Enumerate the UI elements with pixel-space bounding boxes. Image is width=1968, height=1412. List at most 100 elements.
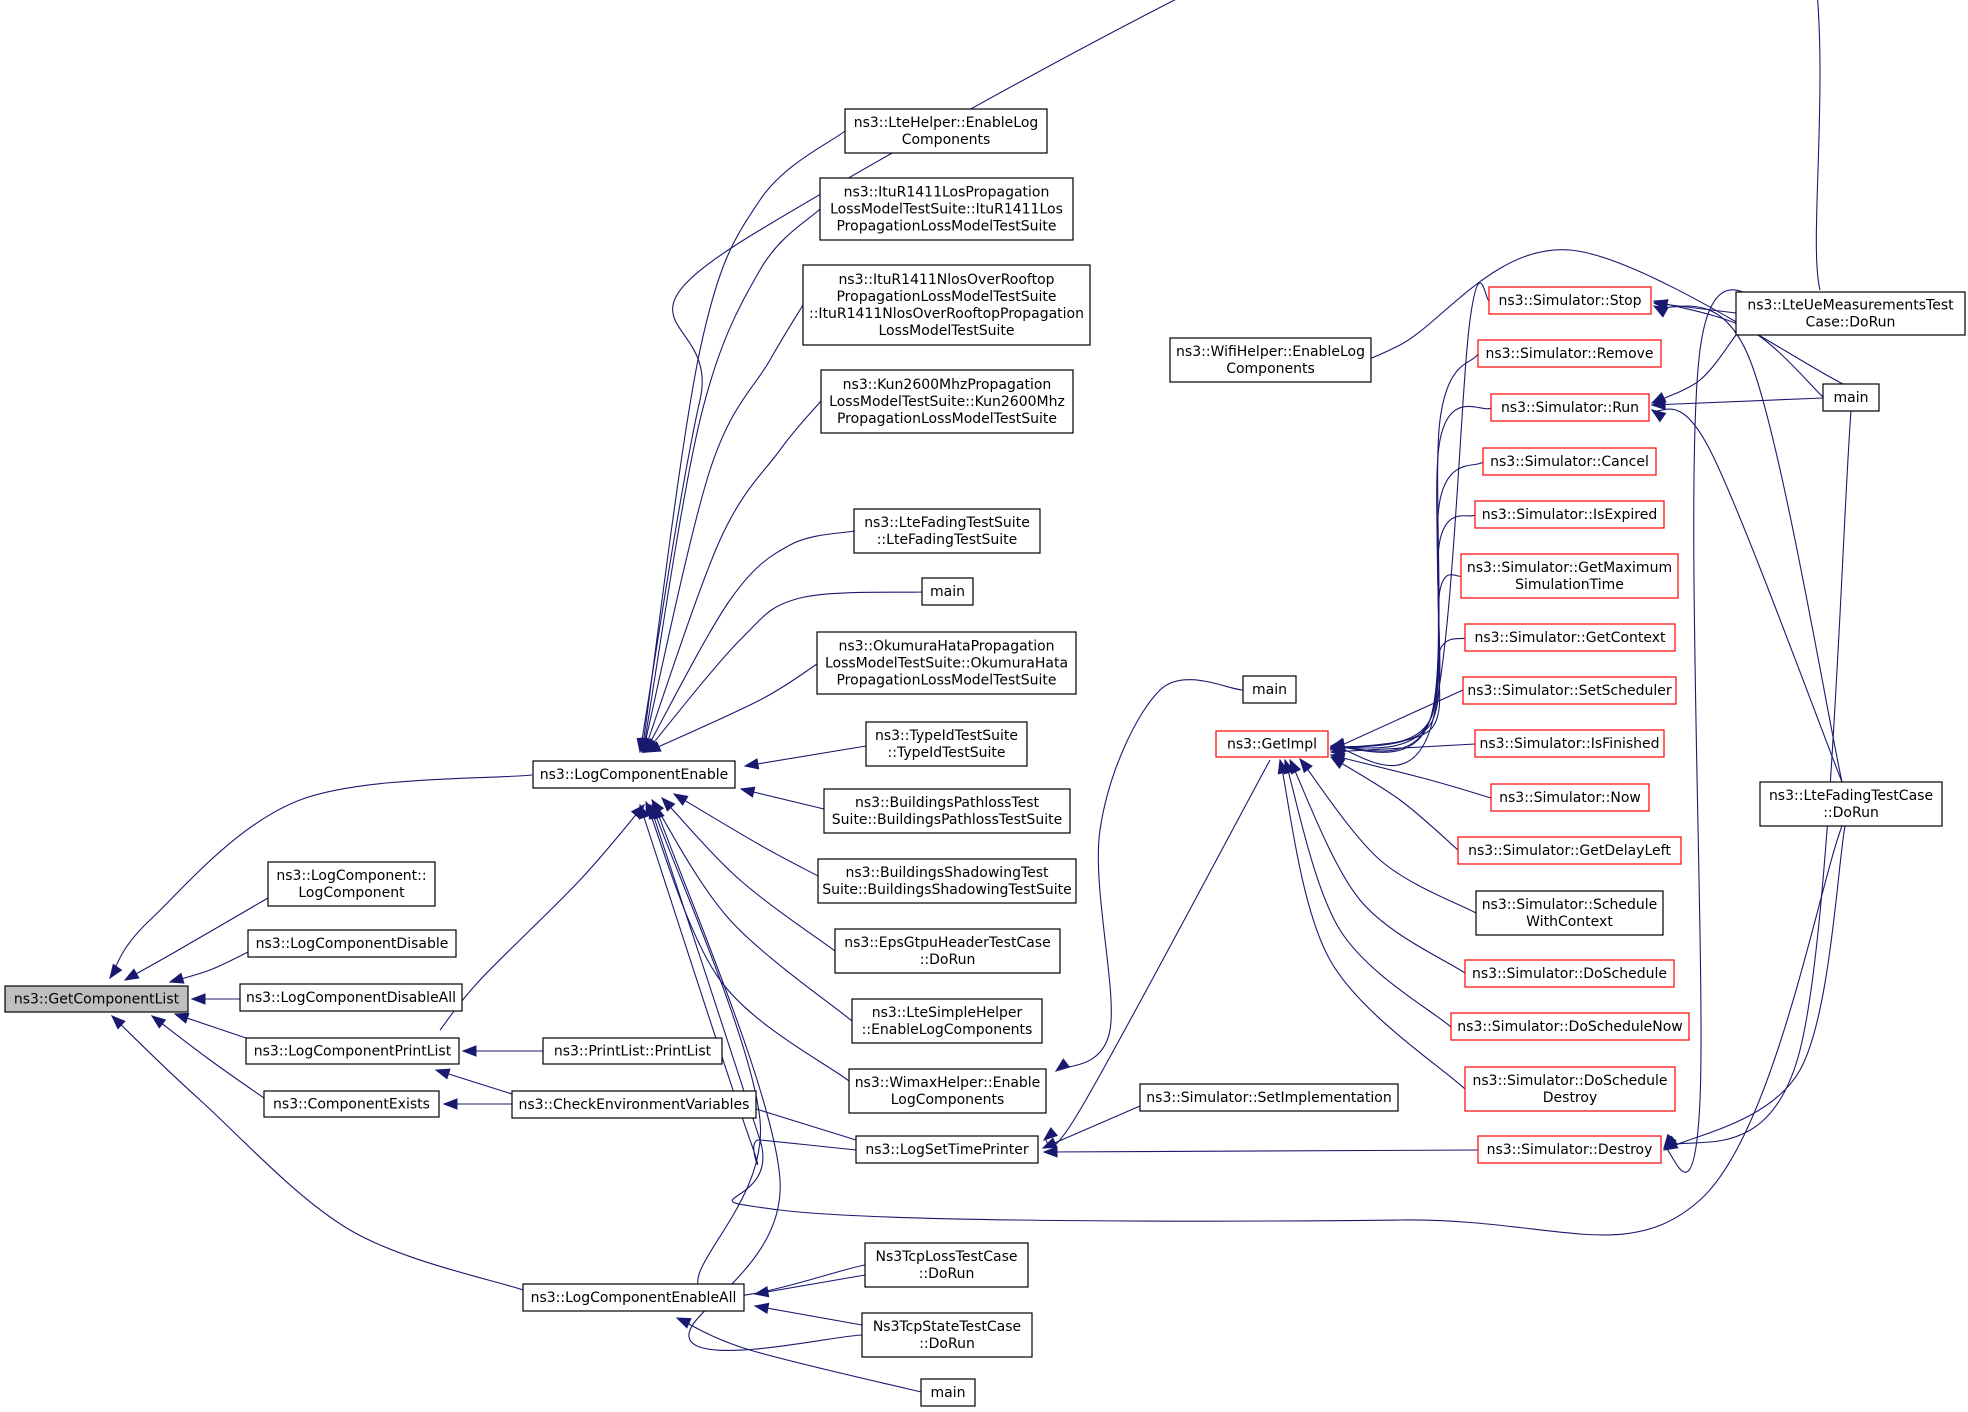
node-label: ns3::EpsGtpuHeaderTestCase (844, 935, 1050, 951)
node-setimpl[interactable]: ns3::Simulator::SetImplementation (1139, 1083, 1399, 1112)
node-lcd[interactable]: ns3::LogComponentDisable (247, 929, 457, 958)
node-lstp[interactable]: ns3::LogSetTimePrinter (855, 1135, 1039, 1164)
node-root[interactable]: ns3::GetComponentList (4, 985, 189, 1013)
node-lcda[interactable]: ns3::LogComponentDisableAll (239, 983, 463, 1012)
node-label: ::TypeIdTestSuite (888, 745, 1006, 761)
node-box (823, 788, 1071, 834)
node-lcpl[interactable]: ns3::LogComponentPrintList (245, 1037, 460, 1065)
call-edge (661, 797, 836, 952)
call-edge-arrowhead (123, 968, 140, 981)
node-printlist[interactable]: ns3::PrintList::PrintList (542, 1037, 723, 1065)
node-box (511, 1090, 757, 1119)
node-main2[interactable]: main (920, 1378, 976, 1407)
node-label: Case::DoRun (1806, 315, 1896, 331)
call-edge (124, 897, 269, 981)
node-box (844, 108, 1048, 154)
node-ltefts[interactable]: ns3::LteFadingTestSuite::LteFadingTestSu… (853, 508, 1041, 554)
call-edge (673, 793, 819, 877)
node-label: ns3::CheckEnvironmentVariables (519, 1097, 750, 1113)
node-box (817, 858, 1077, 904)
node-label: ::EnableLogComponents (862, 1022, 1033, 1038)
node-label: ns3::PrintList::PrintList (554, 1044, 712, 1060)
node-checkenv[interactable]: ns3::CheckEnvironmentVariables (511, 1090, 757, 1119)
call-edge (1055, 679, 1244, 1072)
node-label: LogComponent (298, 885, 405, 901)
node-wifi[interactable]: ns3::WifiHelper::EnableLogComponents (1169, 337, 1372, 383)
node-typeid[interactable]: ns3::TypeIdTestSuite::TypeIdTestSuite (865, 721, 1028, 767)
node-box (239, 983, 463, 1012)
node-isexp[interactable]: ns3::Simulator::IsExpired (1474, 500, 1665, 529)
node-box (853, 508, 1041, 554)
node-doschednow[interactable]: ns3::Simulator::DoScheduleNow (1450, 1012, 1690, 1041)
node-label: Suite::BuildingsShadowingTestSuite (822, 882, 1071, 898)
node-okumura[interactable]: ns3::OkumuraHataPropagationLossModelTest… (816, 631, 1077, 695)
call-edge-arrowhead (1054, 1058, 1071, 1072)
node-bpath[interactable]: ns3::BuildingsPathlossTestSuite::Buildin… (823, 788, 1071, 834)
node-main1[interactable]: main (921, 577, 974, 606)
call-edge (1330, 637, 1466, 750)
node-run[interactable]: ns3::Simulator::Run (1490, 393, 1650, 422)
node-wimax[interactable]: ns3::WimaxHelper::EnableLogComponents (848, 1068, 1047, 1114)
node-label: ::ItuR1411NlosOverRooftopPropagation (809, 306, 1084, 322)
node-label: ns3::LogComponentPrintList (254, 1044, 452, 1060)
node-tcploss[interactable]: Ns3TcpLossTestCase::DoRun (864, 1242, 1029, 1288)
node-box (851, 998, 1043, 1044)
call-edge (111, 1015, 524, 1291)
node-bshadow[interactable]: ns3::BuildingsShadowingTestSuite::Buildi… (817, 858, 1077, 904)
node-box (834, 928, 1061, 974)
call-edge-arrowhead (1277, 758, 1289, 775)
call-edge-arrowhead (1650, 409, 1667, 423)
node-box (1490, 393, 1650, 422)
node-itunlos[interactable]: ns3::ItuR1411NlosOverRooftopPropagationL… (802, 264, 1091, 346)
node-now[interactable]: ns3::Simulator::Now (1490, 783, 1650, 812)
call-edge-arrowhead (434, 1068, 451, 1080)
call-edge (651, 799, 853, 1022)
node-remove[interactable]: ns3::Simulator::Remove (1477, 339, 1662, 368)
call-edge (1289, 759, 1466, 974)
node-label: ::LteFadingTestSuite (877, 532, 1018, 548)
node-label: ns3::TypeIdTestSuite (875, 728, 1018, 744)
node-tcpstate[interactable]: Ns3TcpStateTestCase::DoRun (861, 1312, 1033, 1358)
node-ce[interactable]: ns3::ComponentExists (263, 1090, 440, 1118)
node-lcctor[interactable]: ns3::LogComponent::LogComponent (267, 861, 436, 907)
node-kun[interactable]: ns3::Kun2600MhzPropagationLossModelTestS… (820, 369, 1074, 434)
call-edge-arrowhead (442, 1098, 458, 1110)
node-lcea[interactable]: ns3::LogComponentEnableAll (522, 1283, 745, 1312)
node-box (1464, 623, 1676, 652)
node-ltesimple[interactable]: ns3::LteSimpleHelper::EnableLogComponent… (851, 998, 1043, 1044)
node-ltefadingcase[interactable]: ns3::LteFadingTestCase::DoRun (1759, 781, 1943, 827)
call-edge-arrowhead (739, 786, 756, 798)
node-main3[interactable]: main (1242, 675, 1297, 704)
node-destroy[interactable]: ns3::Simulator::Destroy (1477, 1135, 1662, 1164)
node-itulos[interactable]: ns3::ItuR1411LosPropagationLossModelTest… (819, 177, 1074, 241)
node-main4[interactable]: main (1822, 383, 1880, 412)
node-lce[interactable]: ns3::LogComponentEnable (532, 760, 736, 789)
node-ltehelp[interactable]: ns3::LteHelper::EnableLogComponents (844, 108, 1048, 154)
node-label: PropagationLossModelTestSuite (836, 673, 1056, 689)
node-box (267, 861, 436, 907)
node-label: ns3::ItuR1411NlosOverRooftop (838, 272, 1054, 288)
node-getimpl[interactable]: ns3::GetImpl (1215, 730, 1329, 758)
node-cancel[interactable]: ns3::Simulator::Cancel (1482, 447, 1657, 476)
node-getdelay[interactable]: ns3::Simulator::GetDelayLeft (1457, 836, 1682, 865)
node-label: ns3::BuildingsShadowingTest (845, 865, 1049, 881)
node-label: ns3::BuildingsPathlossTest (855, 795, 1039, 811)
node-label: Destroy (1543, 1090, 1597, 1106)
node-getctx[interactable]: ns3::Simulator::GetContext (1464, 623, 1676, 652)
node-box (1482, 447, 1657, 476)
node-label: ns3::ItuR1411LosPropagation (844, 185, 1050, 201)
node-label: ns3::Simulator::Remove (1485, 346, 1653, 362)
call-edge-arrowhead (648, 803, 660, 820)
node-label: ns3::LogComponent:: (276, 868, 426, 884)
node-setsched[interactable]: ns3::Simulator::SetScheduler (1462, 676, 1677, 705)
node-epsg[interactable]: ns3::EpsGtpuHeaderTestCase::DoRun (834, 928, 1061, 974)
call-edge-arrowhead (109, 963, 123, 980)
node-stop[interactable]: ns3::Simulator::Stop (1488, 286, 1652, 315)
call-edge (1653, 305, 1843, 783)
node-dosched[interactable]: ns3::Simulator::DoSchedule (1464, 959, 1675, 988)
node-isfin[interactable]: ns3::Simulator::IsFinished (1474, 729, 1665, 758)
